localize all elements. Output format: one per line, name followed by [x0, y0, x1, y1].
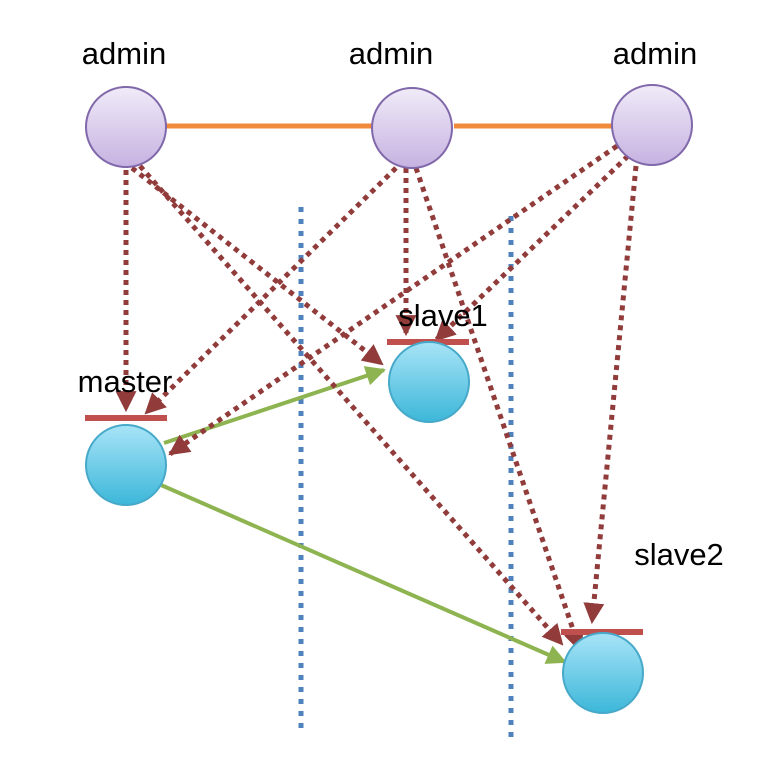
- slave2-node: [562, 632, 644, 714]
- control-arrows: [115, 143, 639, 652]
- admin-node-right: [611, 84, 693, 166]
- control-arrow-admin-middle-to-slave2: [413, 167, 584, 652]
- admin-middle-label: admin: [349, 36, 433, 71]
- slave1-label: slave1: [398, 298, 488, 333]
- master-node: [85, 424, 167, 506]
- replication-arrow-to-slave1: [163, 366, 386, 445]
- admin-node-left: [85, 86, 167, 168]
- control-arrow-admin-left-to-slave1: [130, 166, 384, 366]
- control-arrow-admin-middle-to-master: [144, 166, 398, 415]
- control-arrow-admin-left-to-slave2: [138, 164, 564, 646]
- control-arrow-admin-right-to-slave2: [583, 165, 639, 625]
- admin-right-label: admin: [613, 36, 697, 71]
- admin-node-middle: [371, 87, 453, 169]
- slave1-node: [388, 341, 470, 423]
- replication-arrow-to-slave2: [144, 476, 567, 664]
- master-label: master: [78, 364, 173, 399]
- slave2-label: slave2: [634, 537, 724, 572]
- control-arrow-admin-right-to-slave1: [434, 154, 630, 342]
- admin-left-label: admin: [82, 36, 166, 71]
- control-arrow-admin-right-to-master: [168, 143, 619, 457]
